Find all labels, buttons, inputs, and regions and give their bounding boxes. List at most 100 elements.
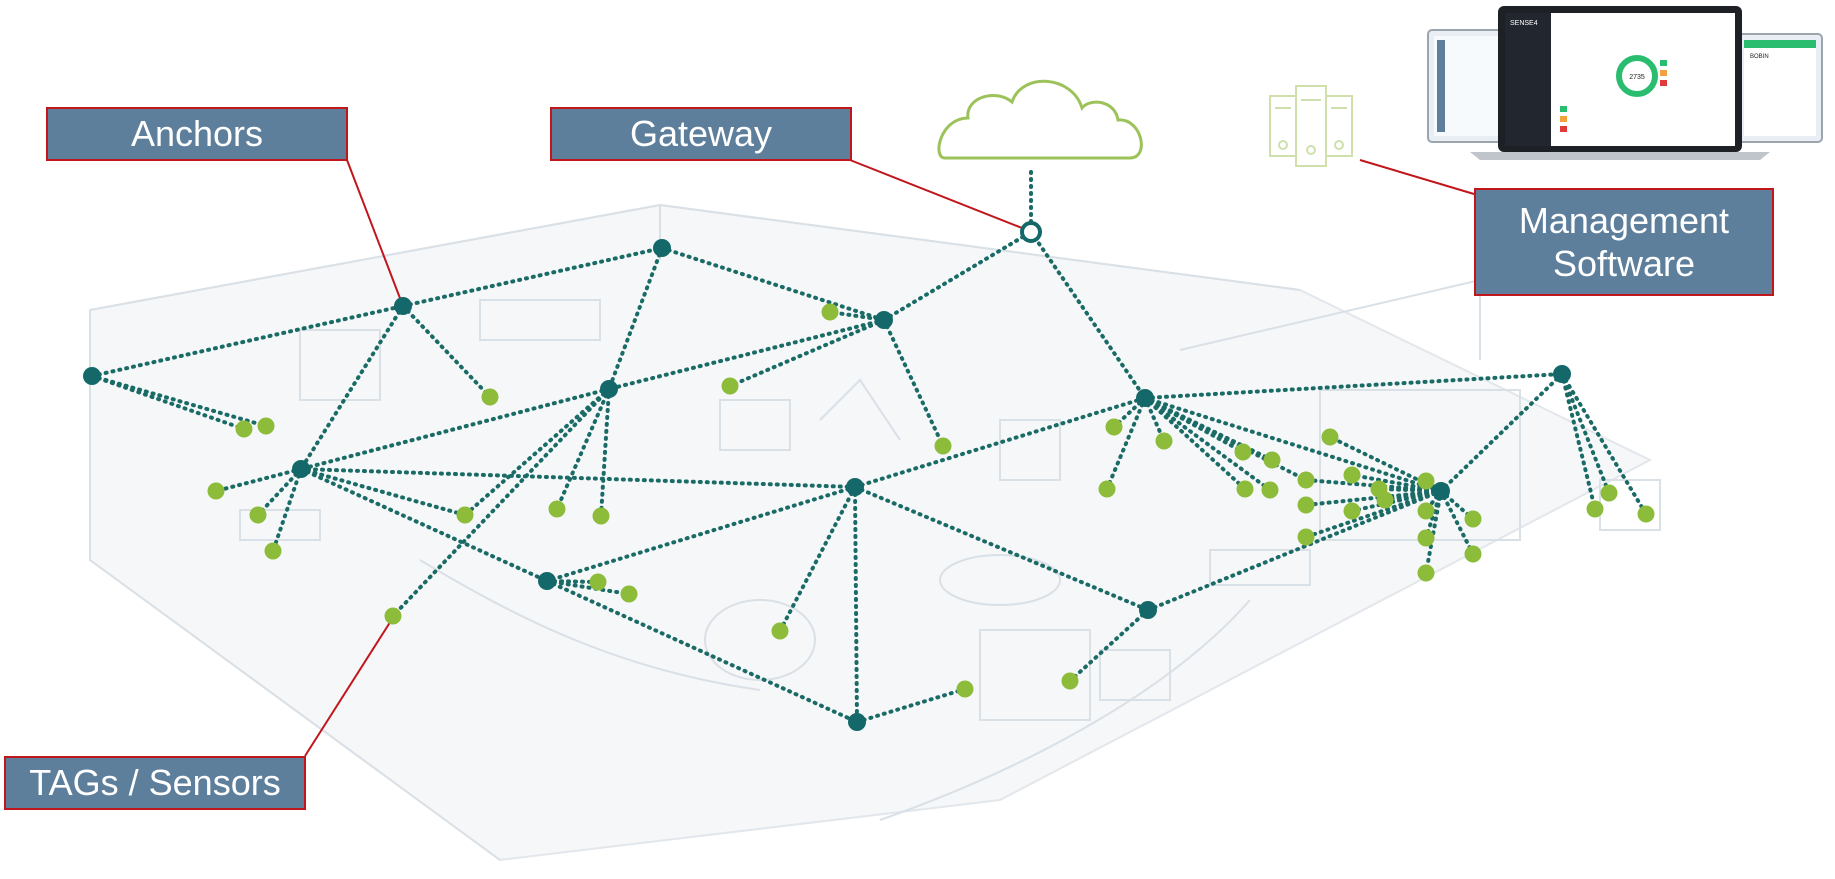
tag-link xyxy=(1143,396,1272,492)
tag-link xyxy=(1143,396,1247,491)
tag-link xyxy=(1105,396,1147,491)
tag-link xyxy=(1383,489,1443,502)
anchors-label: Anchors xyxy=(46,107,348,161)
tag-node xyxy=(384,607,402,625)
tag-node xyxy=(1263,451,1281,469)
management-leader xyxy=(1359,159,1475,195)
tag-node xyxy=(771,622,789,640)
tag-link xyxy=(1377,487,1443,493)
tag-node xyxy=(1600,484,1618,502)
tag-node xyxy=(235,420,253,438)
tag-node xyxy=(1586,500,1604,518)
tag-link xyxy=(391,387,611,618)
tag-node xyxy=(1297,471,1315,489)
tag-node xyxy=(589,573,607,591)
anchor-link xyxy=(299,467,857,489)
tag-link xyxy=(1560,372,1611,495)
tag-node xyxy=(1343,502,1361,520)
anchor-node xyxy=(292,460,310,478)
anchor-link xyxy=(401,246,664,308)
tag-node xyxy=(1105,418,1123,436)
tag-link xyxy=(1304,489,1443,539)
anchor-link xyxy=(607,318,886,391)
anchor-link xyxy=(299,467,549,583)
tag-node xyxy=(481,388,499,406)
anchor-node xyxy=(1136,389,1154,407)
tag-node xyxy=(1297,496,1315,514)
tag-node xyxy=(1343,466,1361,484)
anchor-node xyxy=(848,713,866,731)
anchor-link xyxy=(1143,396,1443,493)
anchor-link xyxy=(545,485,857,583)
tag-link xyxy=(555,387,611,511)
tag-node xyxy=(1417,529,1435,547)
tags-sensors-label: TAGs / Sensors xyxy=(4,756,306,810)
tag-link xyxy=(299,467,467,517)
tag-node xyxy=(548,500,566,518)
tag-link xyxy=(882,318,945,448)
tag-node xyxy=(1155,432,1173,450)
anchor-link xyxy=(853,485,1150,612)
tag-node xyxy=(721,377,739,395)
anchors-leader xyxy=(346,159,404,307)
anchor-node xyxy=(600,380,618,398)
tag-link xyxy=(1439,489,1475,556)
anchor-link xyxy=(853,485,859,724)
management-software-label: Management Software xyxy=(1474,188,1774,296)
server-icon xyxy=(1269,85,1353,167)
tag-link xyxy=(1424,489,1443,575)
anchor-link xyxy=(90,304,405,378)
anchor-node xyxy=(394,297,412,315)
anchor-link xyxy=(1029,230,1147,400)
anchor-node xyxy=(653,239,671,257)
tag-link xyxy=(1560,372,1597,511)
tag-link xyxy=(90,374,268,428)
tag-node xyxy=(456,506,474,524)
tag-link xyxy=(214,467,303,493)
tag-node xyxy=(207,482,225,500)
tag-node xyxy=(1297,528,1315,546)
gateway-label: Gateway xyxy=(550,107,852,161)
tag-node xyxy=(1464,545,1482,563)
anchor-node xyxy=(1553,365,1571,383)
anchor-node xyxy=(83,367,101,385)
anchor-node xyxy=(538,572,556,590)
dashboard-brand: SENSE4 xyxy=(1510,20,1538,27)
tag-link xyxy=(599,387,611,518)
tag-link xyxy=(463,387,611,517)
tag-node xyxy=(257,417,275,435)
anchor-node xyxy=(875,311,893,329)
anchor-node xyxy=(1432,482,1450,500)
tag-node xyxy=(1464,510,1482,528)
tag-link xyxy=(855,687,967,724)
mobile-title: BOBIN xyxy=(1750,54,1769,60)
tags-leader xyxy=(304,615,395,757)
tag-node xyxy=(1637,505,1655,523)
anchor-nodes xyxy=(83,239,1571,731)
laptop-icon: SENSE4 2735 xyxy=(1470,6,1770,160)
anchor-link xyxy=(660,246,886,322)
factory-floor-illustration xyxy=(89,203,1661,862)
phone-icon: BOBIN xyxy=(1737,33,1823,143)
tag-node xyxy=(264,542,282,560)
tag-link xyxy=(401,304,492,399)
cloud-icon xyxy=(937,79,1143,160)
tag-node xyxy=(620,585,638,603)
tag-node xyxy=(1236,480,1254,498)
anchor-link xyxy=(1143,372,1564,400)
tag-nodes xyxy=(207,303,1655,698)
tag-node xyxy=(956,680,974,698)
anchor-link xyxy=(299,387,611,471)
tag-node xyxy=(1417,472,1435,490)
label-leader-lines xyxy=(304,159,1475,757)
tag-node xyxy=(934,437,952,455)
anchor-link xyxy=(853,396,1147,489)
tag-link xyxy=(828,310,886,322)
tag-node xyxy=(1061,672,1079,690)
tag-link xyxy=(1560,372,1648,516)
anchor-link xyxy=(299,304,405,471)
tag-node xyxy=(1417,502,1435,520)
tag-node xyxy=(1098,480,1116,498)
tag-node xyxy=(1417,564,1435,582)
